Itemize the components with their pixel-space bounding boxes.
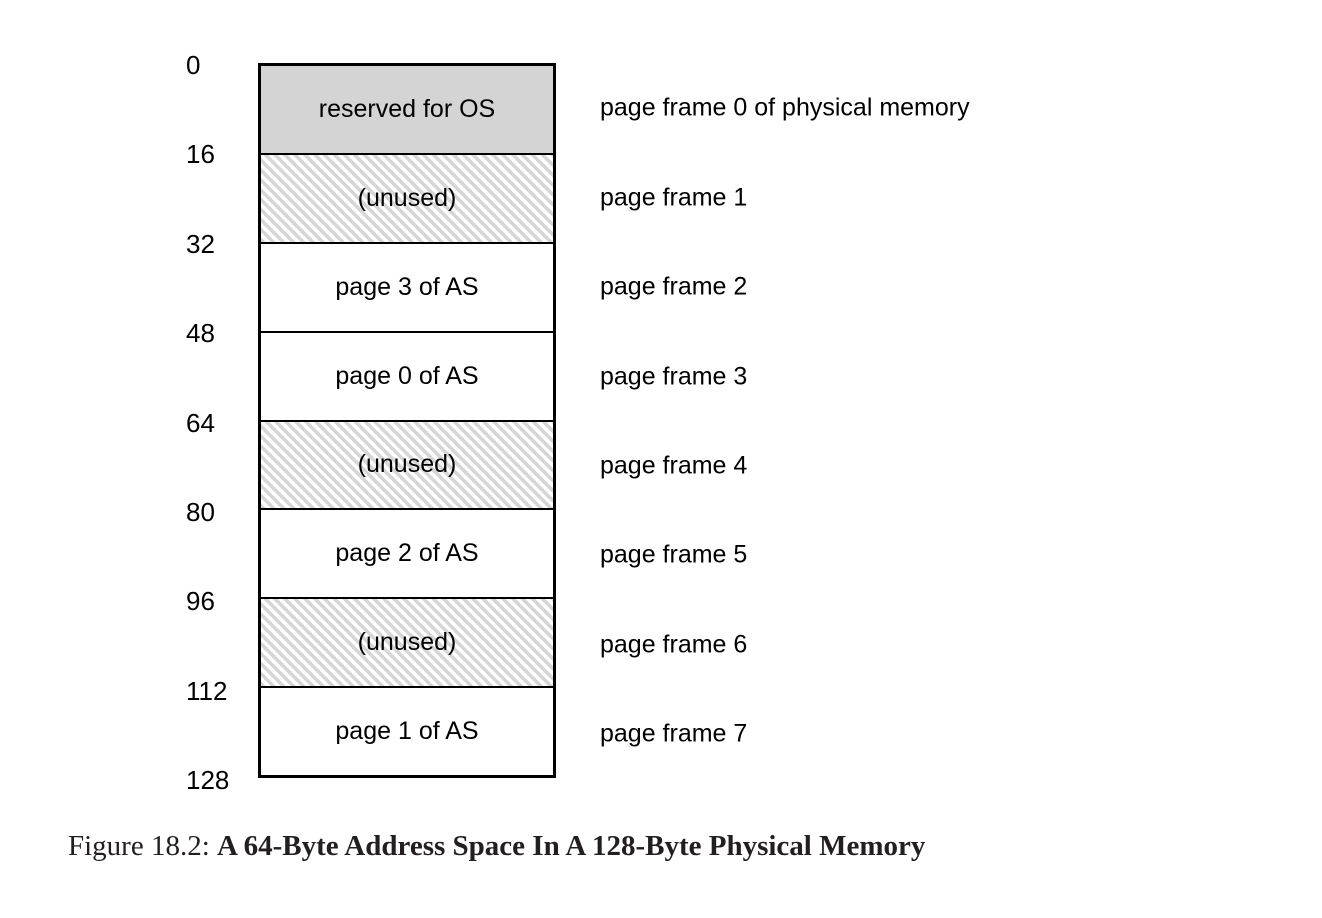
- physical-memory-box: reserved for OS (unused) page 3 of AS pa…: [258, 63, 556, 778]
- frame-label-5: page frame 5: [600, 540, 748, 569]
- frame-row-0: reserved for OS: [261, 66, 553, 153]
- frame-row-7: page 1 of AS: [261, 686, 553, 775]
- frame-label-1: page frame 1: [600, 183, 748, 212]
- figure-caption: Figure 18.2: A 64-Byte Address Space In …: [68, 830, 925, 863]
- address-label-48: 48: [186, 318, 215, 348]
- frame-row-4: (unused): [261, 419, 553, 509]
- frame-row-3: page 0 of AS: [261, 330, 553, 420]
- frame-label-0: page frame 0 of physical memory: [600, 93, 970, 122]
- frame-row-2: page 3 of AS: [261, 241, 553, 331]
- address-label-32: 32: [186, 229, 215, 259]
- address-label-112: 112: [186, 676, 228, 706]
- address-label-128: 128: [186, 765, 230, 795]
- frame-label-2: page frame 2: [600, 272, 748, 301]
- figure-caption-title: A 64-Byte Address Space In A 128-Byte Ph…: [217, 830, 926, 862]
- frame-label-3: page frame 3: [600, 362, 748, 391]
- frame-row-5: page 2 of AS: [261, 508, 553, 598]
- frame-label-4: page frame 4: [600, 451, 748, 480]
- figure-caption-number: Figure 18.2:: [68, 830, 210, 862]
- frame-row-6: (unused): [261, 597, 553, 687]
- address-label-96: 96: [186, 586, 215, 616]
- address-label-16: 16: [186, 139, 215, 169]
- address-label-0: 0: [186, 50, 201, 80]
- frame-row-1: (unused): [261, 152, 553, 242]
- address-label-80: 80: [186, 497, 215, 527]
- frame-label-7: page frame 7: [600, 719, 748, 748]
- frame-label-6: page frame 6: [600, 630, 748, 659]
- address-label-64: 64: [186, 408, 215, 438]
